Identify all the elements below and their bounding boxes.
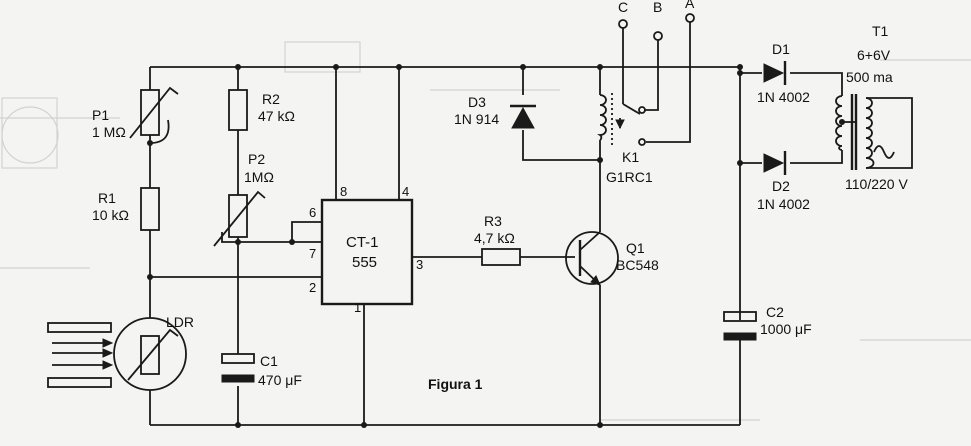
resistor-r1: R1 10 kΩ: [92, 187, 160, 231]
c2-label: C2: [766, 304, 784, 320]
p1-label: P1: [92, 107, 109, 123]
ic-555-timer: CT-1 555 8 4 6 7 2 3 1: [309, 184, 423, 315]
d2-type: 1N 4002: [757, 196, 810, 212]
diode-d3: D3 1N 914: [454, 94, 536, 129]
c1-value: 470 μF: [258, 372, 302, 388]
t1-rating: 6+6V: [857, 47, 891, 63]
capacitor-c1: C1 470 μF: [221, 353, 302, 388]
d1-label: D1: [772, 41, 790, 57]
figure-caption: Figura 1: [428, 376, 483, 392]
c2-value: 1000 μF: [760, 321, 812, 337]
diode-d1: D1 1N 4002: [757, 41, 810, 105]
p2-value: 1MΩ: [244, 169, 274, 185]
resistor-r2: R2 47 kΩ: [228, 89, 295, 131]
ic-type: 555: [352, 254, 377, 271]
r2-label: R2: [262, 91, 280, 107]
d2-label: D2: [772, 178, 790, 194]
potentiometer-p1: P1 1 MΩ: [92, 86, 179, 140]
k1-type: G1RC1: [606, 169, 653, 185]
transistor-q1: Q1 BC548: [565, 231, 659, 286]
t1-mains: 110/220 V: [845, 176, 908, 192]
potentiometer-p2: P2 1MΩ: [213, 151, 274, 247]
r3-value: 4,7 kΩ: [474, 230, 515, 246]
q1-label: Q1: [626, 240, 645, 256]
terminal-b-label: B: [653, 0, 662, 15]
relay-coil-k1: K1 G1RC1: [597, 93, 653, 185]
ic-pin-6: 6: [309, 205, 316, 220]
q1-type: BC548: [616, 257, 659, 273]
t1-label: T1: [872, 23, 889, 39]
resistor-r3: R3 4,7 kΩ: [474, 213, 521, 266]
transformer-t1: T1 6+6V 500 ma 110/220 V: [835, 23, 908, 192]
d3-type: 1N 914: [454, 111, 499, 127]
wires: [149, 22, 913, 426]
ic-pin-3: 3: [416, 257, 423, 272]
ic-name: CT-1: [346, 234, 379, 251]
ldr-sensor: LDR: [113, 314, 194, 391]
terminal-a-label: A: [685, 0, 695, 11]
diode-d2: D2 1N 4002: [757, 151, 810, 212]
r1-value: 10 kΩ: [92, 207, 129, 223]
ac-sine-icon: [873, 145, 895, 159]
p2-label: P2: [248, 151, 265, 167]
c1-label: C1: [260, 353, 278, 369]
p1-value: 1 MΩ: [92, 124, 126, 140]
ic-pin-7: 7: [309, 246, 316, 261]
ic-pin-8: 8: [340, 184, 347, 199]
junction-dots: [147, 64, 845, 428]
ic-pin-1: 1: [354, 300, 361, 315]
light-arrows-icon: [47, 322, 114, 388]
r2-value: 47 kΩ: [258, 108, 295, 124]
ldr-label: LDR: [166, 314, 194, 330]
ic-pin-2: 2: [309, 280, 316, 295]
ic-pin-4: 4: [402, 184, 409, 199]
d1-type: 1N 4002: [757, 89, 810, 105]
d3-label: D3: [468, 94, 486, 110]
capacitor-c2: C2 1000 μF: [723, 304, 812, 341]
background-bleed-through: [0, 41, 971, 421]
r3-label: R3: [484, 213, 502, 229]
relay-switch-contacts: C B A: [615, 0, 695, 146]
t1-current: 500 ma: [846, 69, 893, 85]
r1-label: R1: [98, 190, 116, 206]
k1-label: K1: [622, 149, 639, 165]
terminal-c-label: C: [618, 0, 628, 15]
